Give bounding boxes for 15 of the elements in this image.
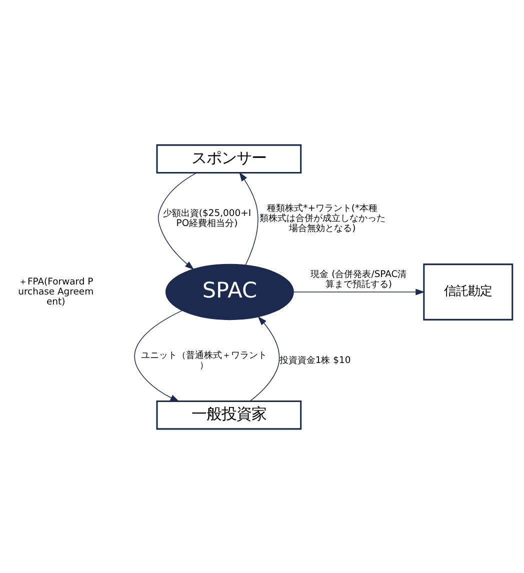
arrow (134, 310, 182, 402)
node-box: 信託勘定 (423, 263, 514, 320)
edge-label: 種類株式*+ワラント(*本種類株式は合併が成立しなかった場合無効となる) (259, 202, 386, 234)
edge-label: 投資資金1株 $10 (279, 354, 351, 366)
arrow (293, 288, 425, 295)
edge-label: 少額出資($25,000+IPO経費相当分) (162, 207, 252, 228)
edge-label: ユニット（普通株式＋ワラント） (140, 349, 267, 370)
edge-label: 現金 (合併発表/SPAC清算まで預託する) (310, 268, 407, 290)
node-box: スポンサー (156, 144, 302, 174)
label: ＋FPA(Forward Purchase Agreement) (18, 276, 94, 307)
node-box: 一般投資家 (156, 400, 302, 430)
arrow (250, 316, 280, 402)
arrow (239, 172, 258, 265)
arrow (158, 172, 197, 270)
node-ellipse: SPAC (165, 263, 294, 320)
